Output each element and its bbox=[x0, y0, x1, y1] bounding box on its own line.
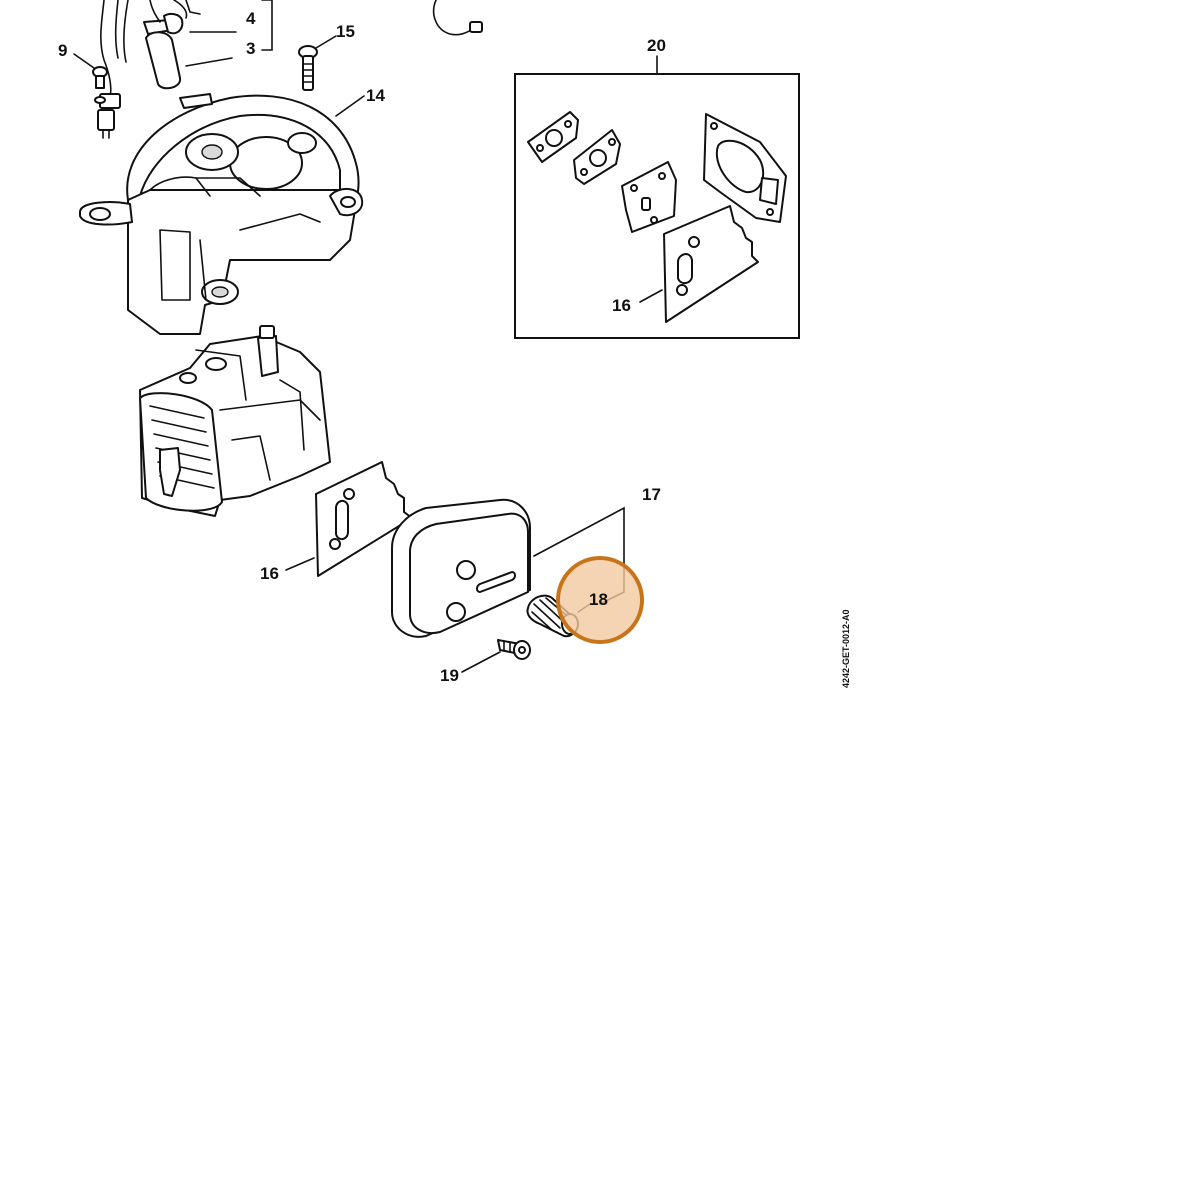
callout-16-main[interactable]: 16 bbox=[260, 564, 279, 583]
callout-9[interactable]: 9 bbox=[58, 41, 67, 60]
callout-17[interactable]: 17 bbox=[642, 485, 661, 504]
spark-plug-wire-clip-part[interactable] bbox=[432, 0, 483, 36]
engine-cylinder bbox=[139, 325, 331, 517]
callout-16-kit[interactable]: 16 bbox=[612, 296, 631, 315]
leader-16-kit bbox=[639, 289, 663, 303]
screw-part-19[interactable] bbox=[497, 639, 531, 660]
callout-20[interactable]: 20 bbox=[647, 36, 666, 55]
callout-18[interactable]: 18 bbox=[589, 590, 608, 609]
highlight-marker bbox=[556, 556, 644, 644]
leader-3-4-bracket bbox=[261, 0, 273, 51]
callout-labels: 4 3 9 15 14 20 16 17 16 18 19 bbox=[58, 9, 666, 685]
ignition-lead-part[interactable] bbox=[97, 0, 201, 139]
callout-4[interactable]: 4 bbox=[246, 9, 256, 28]
leader-15 bbox=[315, 35, 337, 49]
gasket-part-16[interactable] bbox=[315, 461, 413, 577]
leader-14 bbox=[335, 95, 365, 117]
screw-part-9[interactable] bbox=[92, 66, 108, 104]
leader-9 bbox=[73, 53, 95, 69]
muffler-part-17[interactable] bbox=[391, 498, 531, 638]
drawing-code: 4242-GET-0012-A0 bbox=[841, 609, 851, 688]
callout-14[interactable]: 14 bbox=[366, 86, 385, 105]
gasket-set-part-20[interactable] bbox=[514, 73, 800, 339]
callout-15[interactable]: 15 bbox=[336, 22, 355, 41]
leader-19 bbox=[461, 651, 501, 673]
leader-3 bbox=[185, 57, 233, 67]
leader-16-main bbox=[285, 557, 315, 571]
fan-housing-part-14[interactable] bbox=[79, 93, 364, 335]
callout-19[interactable]: 19 bbox=[440, 666, 459, 685]
callout-3[interactable]: 3 bbox=[246, 39, 255, 58]
screw-part-15[interactable] bbox=[298, 45, 318, 91]
